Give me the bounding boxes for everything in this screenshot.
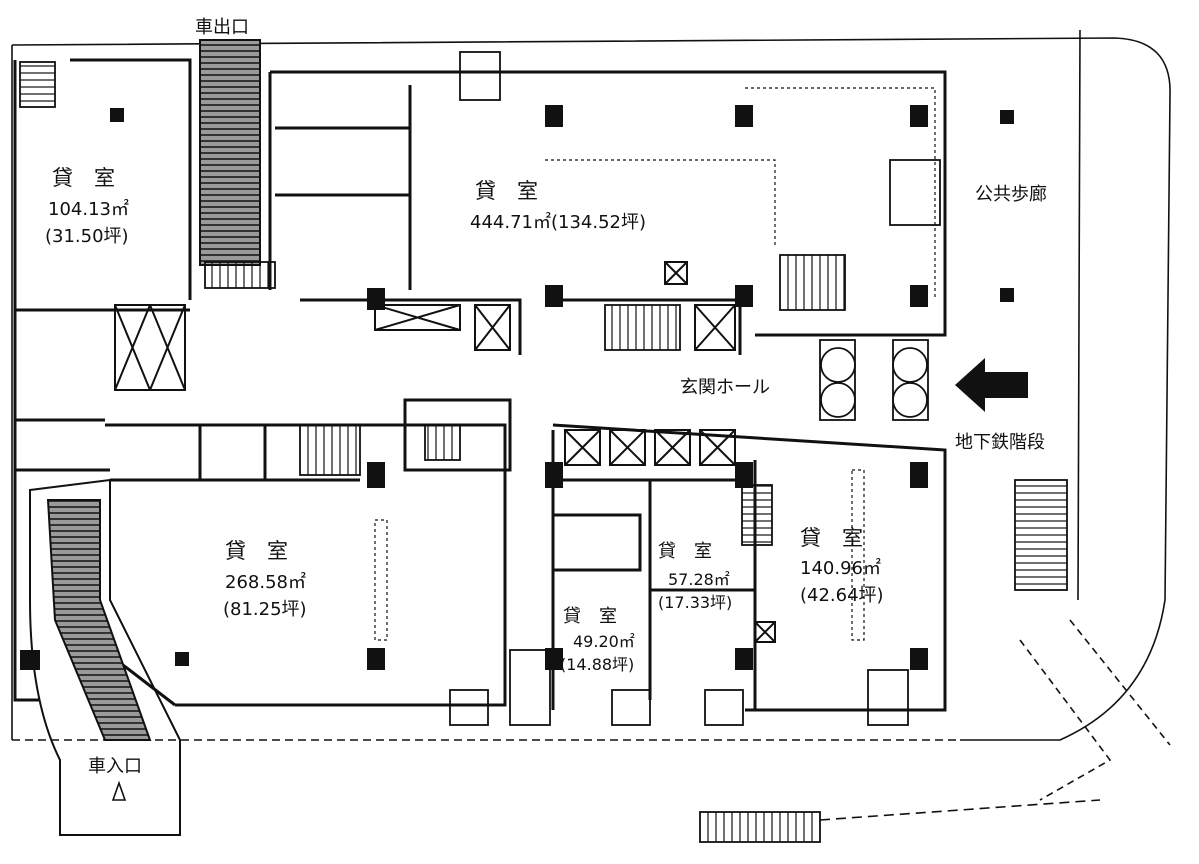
car-exit-ramp (199, 39, 261, 266)
room-name: 貸 室 (225, 539, 288, 563)
room-area: 104.13㎡ (48, 198, 129, 220)
room-area: 49.20㎡ (573, 632, 635, 651)
dotted-lines (374, 87, 936, 641)
room-name: 貸 室 (52, 166, 115, 190)
room-tsubo: (81.25坪) (223, 599, 307, 620)
public-walkway-label: 公共歩廊 (975, 184, 1047, 205)
room-name: 貸 室 (475, 179, 538, 203)
entrance-doors (449, 51, 941, 726)
building-walls (13, 58, 947, 712)
subway-stairs-label: 地下鉄階段 (955, 432, 1045, 453)
room-tsubo: (42.64坪) (800, 585, 884, 606)
room-area: 444.71㎡(134.52坪) (470, 211, 646, 233)
stairs (19, 61, 1068, 843)
room-name: 貸 室 (800, 526, 863, 550)
room-tsubo: (31.50坪) (45, 226, 129, 247)
elevator-shafts (114, 261, 776, 643)
room-name: 貸 室 (658, 541, 712, 562)
car-entrance-ramp (29, 478, 181, 836)
room-area: 268.58㎡ (225, 571, 306, 593)
room-name: 貸 室 (563, 606, 617, 627)
arrow-left-icon (955, 358, 1028, 412)
entrance-hall-label: 玄関ホール (680, 377, 770, 398)
room-tsubo: (14.88坪) (560, 655, 634, 674)
room-tsubo: (17.33坪) (658, 593, 732, 612)
triangle-up-icon (111, 780, 127, 801)
car-entrance-label: 車入口 (88, 756, 142, 777)
car-exit-label: 車出口 (195, 17, 249, 38)
site-boundary (11, 29, 1171, 821)
room-area: 57.28㎡ (668, 570, 730, 589)
room-area: 140.96㎡ (800, 557, 881, 579)
